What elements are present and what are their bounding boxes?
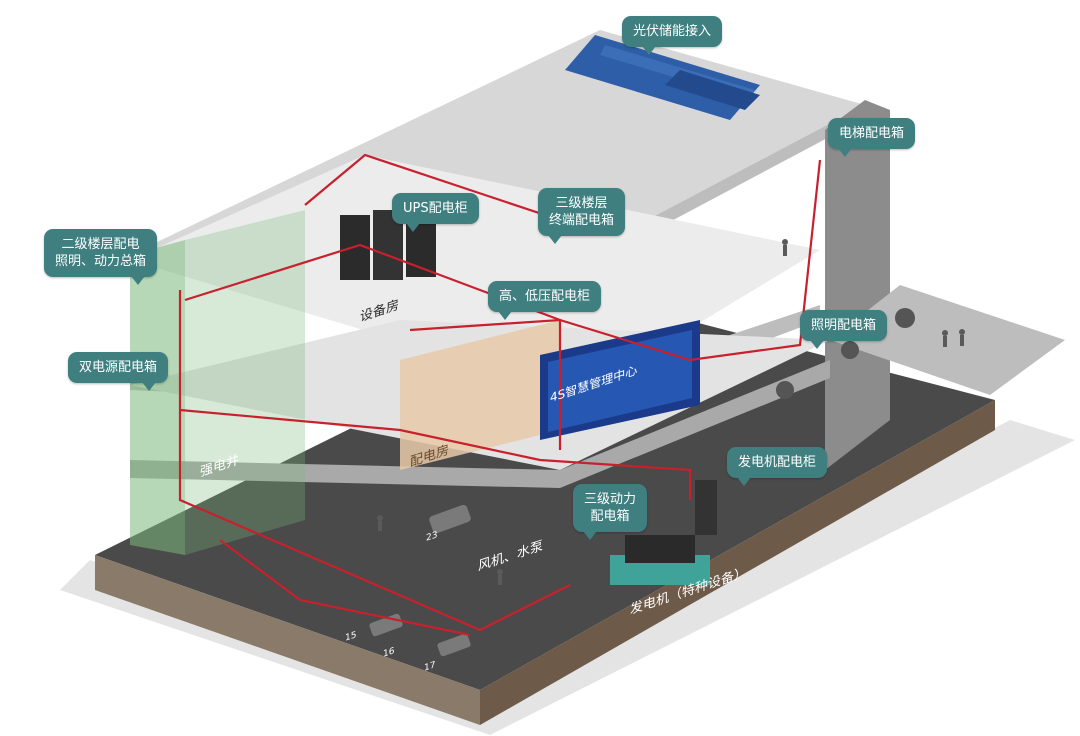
solar-array — [565, 35, 760, 120]
generator-cabinet — [695, 480, 717, 535]
callout-tier2-floor-box-line1: 二级楼层配电 — [61, 237, 140, 252]
people — [377, 239, 965, 585]
callout-tier3-power-box-line2: 配电箱 — [590, 509, 630, 524]
trees — [776, 308, 915, 399]
callout-ups-cabinet: UPS配电柜 — [392, 193, 479, 232]
callout-tier3-floor-box: 三级楼层 终端配电箱 — [538, 188, 626, 244]
parked-car — [437, 633, 471, 657]
generator-body — [625, 535, 695, 563]
callout-generator-cabinet-text: 发电机配电柜 — [738, 455, 817, 470]
terrace — [830, 285, 1065, 395]
power-shaft — [130, 240, 185, 555]
callout-elevator-box-text: 电梯配电箱 — [839, 126, 905, 141]
basement-side-right — [480, 400, 995, 725]
callout-ups-cabinet-text: UPS配电柜 — [403, 201, 468, 216]
parked-car — [429, 504, 471, 534]
callout-hv-lv-cabinet: 高、低压配电柜 — [488, 281, 602, 320]
callout-pv-storage: 光伏储能接入 — [622, 16, 723, 55]
callout-elevator-box: 电梯配电箱 — [828, 118, 916, 157]
callout-tier2-floor-box: 二级楼层配电 照明、动力总箱 — [44, 229, 158, 285]
callout-generator-cabinet: 发电机配电柜 — [727, 447, 828, 486]
middle-floor-slab — [130, 360, 830, 488]
callout-tier3-floor-box-line1: 三级楼层 — [555, 196, 608, 211]
callout-lighting-box: 照明配电箱 — [800, 310, 888, 349]
callout-dual-power-box: 双电源配电箱 — [68, 352, 169, 391]
callout-tier2-floor-box-line2: 照明、动力总箱 — [55, 254, 147, 269]
power-shaft-side — [185, 210, 305, 555]
elevator-tower — [825, 100, 890, 470]
basement-side-front — [95, 555, 480, 725]
callout-pv-storage-text: 光伏储能接入 — [633, 24, 712, 39]
callout-lighting-box-text: 照明配电箱 — [811, 318, 877, 333]
callout-tier3-power-box: 三级动力 配电箱 — [573, 484, 648, 540]
callout-hv-lv-cabinet-text: 高、低压配电柜 — [499, 289, 591, 304]
callout-tier3-power-box-line1: 三级动力 — [584, 492, 637, 507]
callout-dual-power-box-text: 双电源配电箱 — [79, 360, 158, 375]
distribution-room-wall — [400, 320, 560, 470]
callout-tier3-floor-box-line2: 终端配电箱 — [549, 213, 615, 228]
management-screen-glow — [548, 330, 692, 432]
